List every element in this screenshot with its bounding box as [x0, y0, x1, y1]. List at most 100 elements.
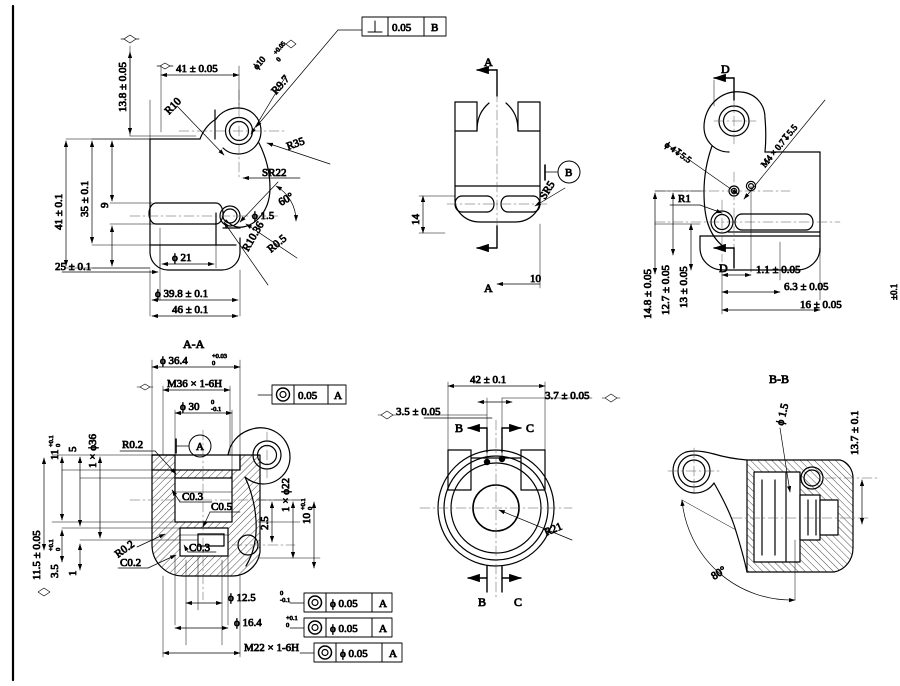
feature-symbol-icon	[37, 587, 51, 597]
feature-symbol-icon	[136, 383, 154, 391]
section-label: D	[719, 261, 728, 275]
dimension-text: ϕ 4↧5.5	[663, 139, 694, 165]
centerlines-plan-view	[419, 419, 573, 601]
dimension-42: 42 ± 0.1	[447, 374, 546, 389]
dimension-tolerance-upper: +0.1	[300, 498, 307, 510]
section-label: C	[526, 421, 534, 435]
dimension-text: C0.5	[211, 501, 233, 513]
dimension-tolerance-lower: 0	[307, 507, 314, 510]
dimension-phi125: ϕ 12.5 0 -0.1	[185, 590, 291, 606]
concentricity-icon	[307, 620, 323, 635]
dimension-phi398: ϕ 39.8 ± 0.1	[151, 288, 239, 303]
datum-bubble-a: A	[175, 434, 212, 458]
feature-symbol-icon	[601, 393, 621, 403]
dimension-clipped-right: ±0.1	[889, 283, 900, 300]
feature-symbol-icon	[156, 62, 174, 70]
dimension-text: 1	[67, 571, 79, 577]
section-body-hatch	[151, 454, 261, 577]
dimension-text: ϕ 21	[172, 252, 192, 264]
datum-letter: B	[565, 167, 572, 179]
feature-control-frame-concentricity-top: 0.05 A	[257, 384, 347, 405]
dimension-tolerance-lower: 0	[55, 444, 62, 447]
dimension-text: M22 × 1-6H	[244, 642, 299, 654]
dimension-text: 14	[410, 214, 422, 226]
dimension-text: 1 × ϕ36	[87, 434, 99, 468]
part-outline-right-elevation	[699, 91, 821, 271]
feature-control-frame-concentricity-1: ϕ 0.05 A	[289, 592, 393, 613]
dimension-text: 11.5 ± 0.05	[31, 530, 43, 580]
leader-sr22: SR22	[242, 167, 301, 181]
dimension-tolerance-lower: 0	[55, 548, 62, 551]
dimension-tolerance-upper: +0.1	[286, 615, 298, 622]
centerline-front-elevation	[446, 91, 549, 236]
section-mark-c-bottom: C	[501, 565, 522, 609]
dimension-text: R0.2	[122, 439, 143, 451]
section-label: B	[455, 421, 463, 435]
dimension-text: 46 ± 0.1	[172, 304, 208, 316]
dimension-text: R9.7	[269, 73, 292, 97]
leader-phi15: ϕ 1.5	[239, 181, 279, 222]
dimension-text: C0.3	[182, 491, 204, 503]
fcf-datum: A	[334, 390, 342, 402]
fcf-datum: B	[431, 22, 438, 34]
dimension-25-right: 2.5	[259, 501, 275, 543]
dimension-text: 41 ± 0.1	[53, 194, 65, 230]
dimension-1x36: 1 × ϕ36	[87, 433, 103, 539]
leader-r02-upper: R0.2	[119, 439, 177, 475]
centerlines-section-aa	[129, 429, 301, 601]
dimension-text: ϕ 1.5	[774, 402, 791, 427]
dimension-tolerance-upper: +0.1	[48, 539, 55, 551]
dimension-9: 9	[99, 140, 115, 267]
dimension-text: 14.8 ± 0.05	[642, 268, 654, 319]
dimension-text: R10	[163, 95, 185, 117]
dimension-25: 25 ± 0.1	[55, 261, 159, 275]
dimension-35-plus: 3.5 +0.1 0	[48, 529, 65, 578]
view-bottom-middle: 42 ± 0.1 3.7 ± 0.05 3.5 ± 0.05	[377, 374, 621, 609]
dimension-41-01: 41 ± 0.1	[53, 138, 151, 269]
concentricity-icon	[275, 387, 291, 402]
dimension-text: 11	[49, 449, 61, 460]
leader-r97: R9.7	[250, 72, 293, 135]
dimension-35: 35 ± 0.1	[79, 140, 95, 244]
dimension-phi30: ϕ 30 0 -0.1	[174, 399, 233, 416]
fcf-tolerance: ϕ 0.05	[340, 648, 368, 660]
feature-symbol-icon	[120, 34, 140, 44]
dimension-text: M36 × 1-6H	[167, 378, 222, 390]
dimension-text: R1	[678, 193, 691, 205]
section-title: B-B	[769, 372, 789, 386]
leader-r35: R35	[266, 135, 331, 165]
dimension-41-005: 41 ± 0.05	[156, 62, 240, 78]
dimension-tolerance-upper: +0.03	[212, 353, 227, 360]
dimension-text: ϕ 30	[180, 401, 200, 413]
leader-c05: C0.5	[202, 501, 241, 528]
dimension-tolerance-lower: 0	[212, 360, 215, 367]
dimension-text: 3.7 ± 0.05	[545, 390, 590, 402]
dimension-text: 1 × ϕ22	[280, 478, 292, 512]
section-label: C	[514, 595, 522, 609]
dimension-46: 46 ± 0.1	[151, 304, 239, 319]
dimension-10-plus: 10 +0.1 0	[257, 498, 321, 569]
view-section-aa: A-A	[31, 337, 403, 663]
feature-control-frame-concentricity-2: ϕ 0.05 A	[289, 617, 393, 638]
section-mark-a-bottom: A	[476, 225, 498, 295]
dimension-text: 13.8 ± 0.05	[117, 61, 129, 112]
dimension-tolerance-upper: +0.1	[48, 435, 55, 447]
feature-control-frame-perpendicularity: 0.05 B	[361, 16, 447, 37]
perpendicularity-icon	[367, 20, 383, 33]
dimension-text: R35	[285, 135, 307, 153]
view-top-left: 13.8 ± 0.05 41 ± 0.05 R10	[53, 16, 447, 319]
section-label: A	[484, 281, 493, 295]
leader-phi15-bb: ϕ 1.5	[774, 401, 792, 493]
dimension-115: 11.5 ± 0.05	[31, 457, 51, 597]
section-mark-b-top: B	[455, 421, 488, 453]
dimension-text: 3.5 ± 0.05	[396, 406, 441, 418]
dimension-10: 10	[496, 223, 542, 289]
leader-r1036: R10.36	[223, 219, 269, 286]
dimension-text: 12.7 ± 0.05	[660, 264, 672, 315]
dimension-text: 13.7 ± 0.1	[849, 410, 861, 455]
dimension-text: ϕ10	[251, 54, 268, 71]
centerlines-right-elevation	[654, 97, 841, 263]
view-top-right: D D ϕ 4↧5.5 M4 × 0.7↧5.5 R1 14.8 ± 0.05	[642, 62, 900, 320]
